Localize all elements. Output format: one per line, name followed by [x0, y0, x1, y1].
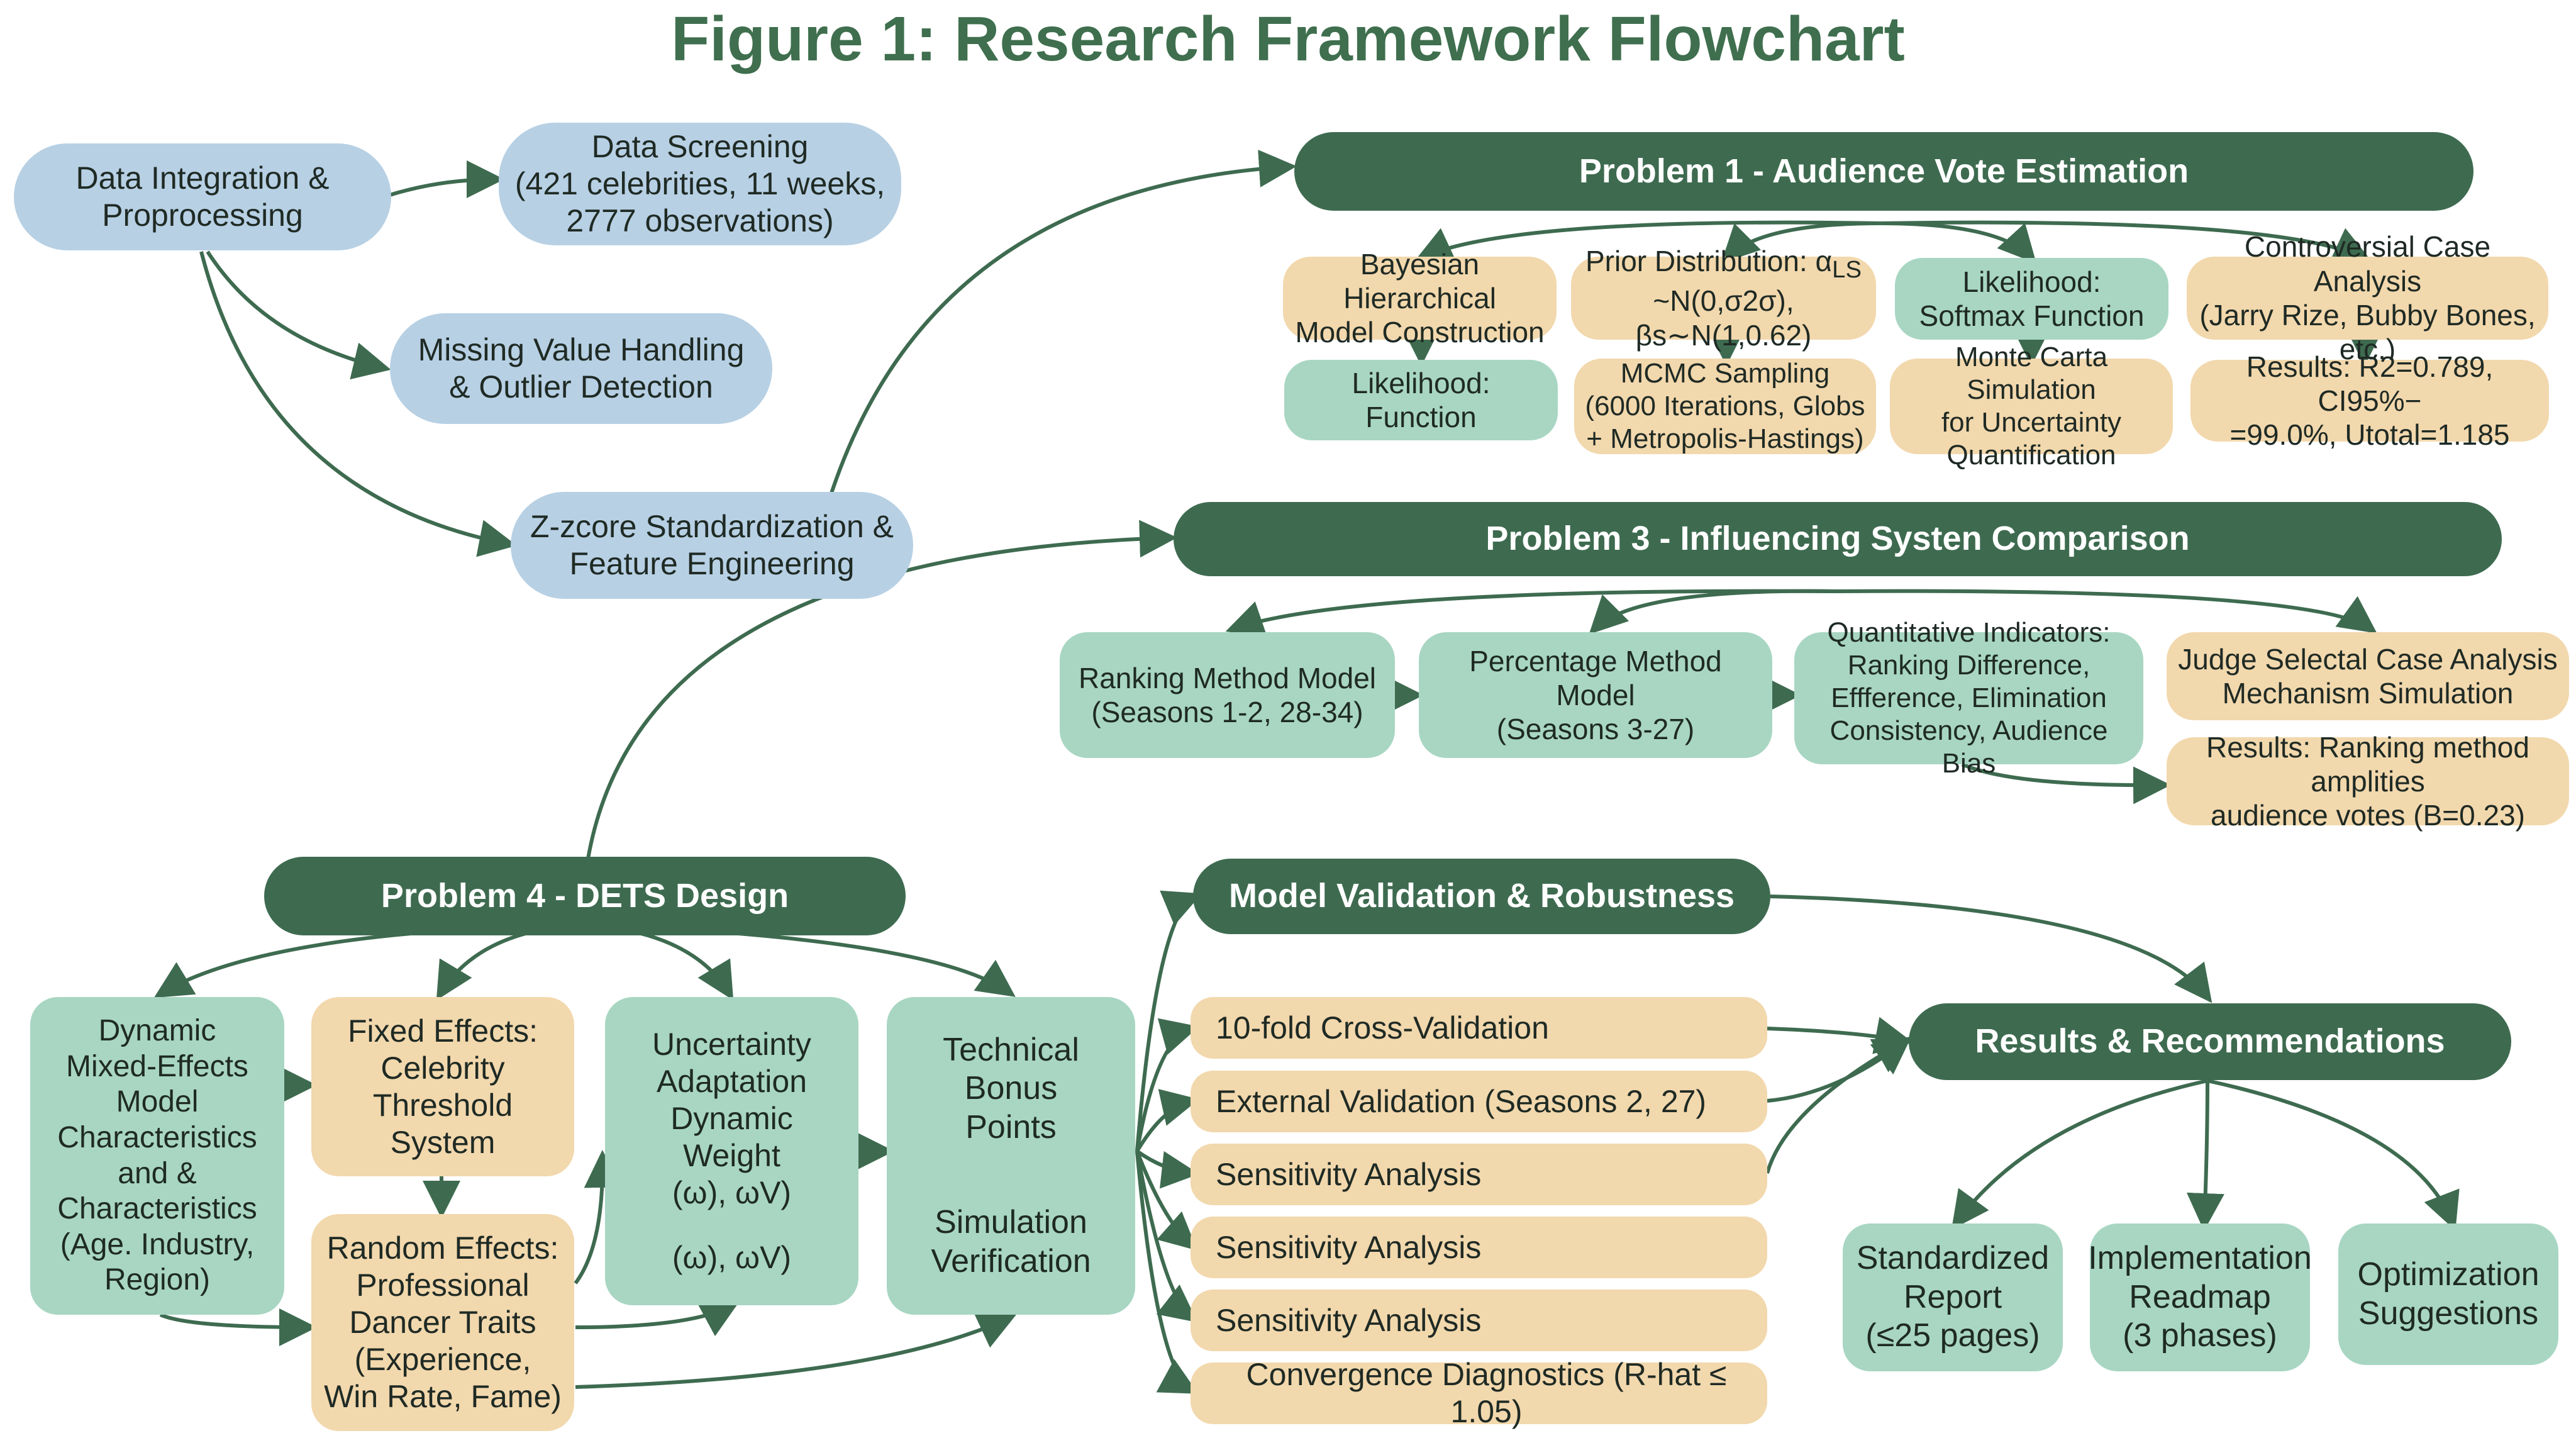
arrow-to-problem3 [586, 520, 1177, 859]
arrow-integration-to-screening [389, 160, 504, 199]
arrow-to-val-2 [1135, 1089, 1199, 1152]
likelihood-function-box: Likelihood: Function [1284, 360, 1558, 440]
mcmc-box: MCMC Sampling (6000 Iterations, Globs + … [1574, 358, 1876, 454]
validation-item-6: Convergence Diagnostics (R-hat ≤ 1.05) [1191, 1357, 1767, 1429]
validation-item-4: Sensitivity Analysis [1191, 1217, 1767, 1278]
missing-value-box: Missing Value Handling & Outlier Detecti… [390, 313, 772, 424]
arrow-results-to-report [1951, 1079, 2208, 1230]
validation-item-5: Sensitivity Analysis [1191, 1290, 1767, 1351]
arrow-p1-to-controversial [1880, 220, 2372, 263]
optimization-suggestions-box: Optimization Suggestions [2338, 1223, 2558, 1365]
arrow-p1-to-prior [1721, 221, 1881, 264]
simulation-verification-text: Simulation Verification [931, 1204, 1091, 1279]
controversial-case-box: Controversial Case Analysis (Jarry Rize,… [2187, 230, 2548, 365]
arrow-validation-to-results [1770, 895, 2212, 1003]
prior-subscript: LS [1832, 256, 1862, 284]
problem3-results-box: Results: Ranking method amplities audien… [2167, 731, 2569, 832]
percentage-method-box: Percentage Method Model (Seasons 3-27) [1419, 632, 1772, 758]
arrow-dynamic-to-random [159, 1308, 317, 1346]
arrow-random-to-simulation [575, 1313, 1016, 1389]
arrow-random-to-uncertainty-b [575, 1301, 740, 1337]
uncertainty-text: Uncertainty Adaptation Dynamic Weight (ω… [652, 1027, 811, 1210]
arrow-to-val-6 [1135, 1151, 1199, 1394]
arrow-p3-to-judge [1836, 589, 2377, 634]
validation-header: Model Validation & Robustness [1193, 859, 1770, 934]
arrow-random-to-uncertainty-a [574, 1150, 622, 1285]
arrow-p1-to-softmax [1880, 221, 2037, 264]
fixed-effects-box: Fixed Effects: Celebrity Threshold Syste… [311, 997, 574, 1176]
judge-case-box: Judge Selectal Case Analysis Mechanism S… [2167, 632, 2569, 720]
implementation-roadmap-box: Implementation Readmap (3 phases) [2088, 1223, 2312, 1371]
arrow-integration-to-zscore [199, 251, 517, 557]
arrow-val2-to-results [1767, 1036, 1912, 1103]
arrow-p3-to-ranking [1225, 589, 1837, 637]
results-header: Results & Recommendations [1909, 1003, 2511, 1080]
problem1-header: Problem 1 - Audience Vote Estimation [1294, 132, 2473, 211]
dynamic-mixed-effects-box: Dynamic Mixed-Effects Model Characterist… [30, 997, 284, 1315]
arrow-results-to-suggestions [2207, 1079, 2460, 1231]
arrow-to-val-5 [1135, 1151, 1198, 1323]
arrow-p3-to-percentage [1589, 589, 1837, 635]
arrow-to-validation-header [1135, 890, 1202, 1152]
arrow-p1-to-bayesian [1414, 220, 1881, 263]
zscore-box: Z-zcore Standardization & Feature Engine… [511, 492, 913, 599]
problem4-header: Problem 4 - DETS Design [264, 857, 906, 935]
prior-label: Prior Distribution: α [1585, 245, 1833, 278]
bayesian-model-box: Bayesian Hierarchical Model Construction [1283, 248, 1557, 348]
arrow-val1-to-results [1767, 1017, 1913, 1054]
validation-item-1: 10-fold Cross-Validation [1191, 997, 1767, 1059]
arrow-val3-to-results [1765, 1037, 1913, 1174]
monte-carlo-box: Monte Carta Simulation for Uncertainty Q… [1890, 342, 2173, 471]
arrow-to-val-4 [1135, 1150, 1197, 1251]
figure-title: Figure 1: Research Framework Flowchart [671, 4, 1905, 74]
random-effects-box: Random Effects: Professional Dancer Trai… [311, 1214, 574, 1431]
validation-item-3: Sensitivity Analysis [1191, 1144, 1767, 1205]
prior-line2: ~N(0,σ2σ), βs∼N(1,0.62) [1635, 284, 1812, 352]
quantitative-indicators-box: Quantitative Indicators: Ranking Differe… [1794, 617, 2143, 779]
arrow-indicators-to-results [1961, 762, 2171, 805]
softmax-box: Likelihood: Softmax Function [1895, 258, 2168, 340]
technical-bonus-box: Technical Bonus Points Simulation Verifi… [887, 997, 1135, 1315]
arrow-results-to-roadmap [2186, 1080, 2224, 1231]
technical-bonus-text: Technical Bonus Points [943, 1032, 1079, 1145]
data-screening-box: Data Screening (421 celebrities, 11 week… [499, 123, 901, 245]
validation-item-2: External Validation (Seasons 2, 27) [1191, 1071, 1767, 1132]
prior-distribution-box: Prior Distribution: αLS ~N(0,σ2σ), βs∼N(… [1571, 245, 1876, 352]
uncertainty-adaptation-box: Uncertainty Adaptation Dynamic Weight (ω… [605, 997, 858, 1305]
arrow-zscore-to-problem1 [828, 150, 1297, 498]
arrow-integration-to-missing [206, 250, 391, 380]
standardized-report-box: Standardized Report (≤25 pages) [1843, 1223, 2063, 1371]
data-integration-box: Data Integration & Proprocessing [14, 143, 391, 250]
uncertainty-extra: (ω), ωV) [672, 1240, 792, 1275]
arrow-to-val-3 [1136, 1149, 1199, 1189]
problem1-results-box: Results: R2=0.789, CI95%− =99.0%, Utotal… [2190, 350, 2549, 451]
ranking-method-box: Ranking Method Model (Seasons 1-2, 28-34… [1060, 632, 1395, 758]
problem3-header: Problem 3 - Influencing Systen Compariso… [1174, 502, 2502, 576]
arrow-to-val-1 [1135, 1018, 1199, 1152]
